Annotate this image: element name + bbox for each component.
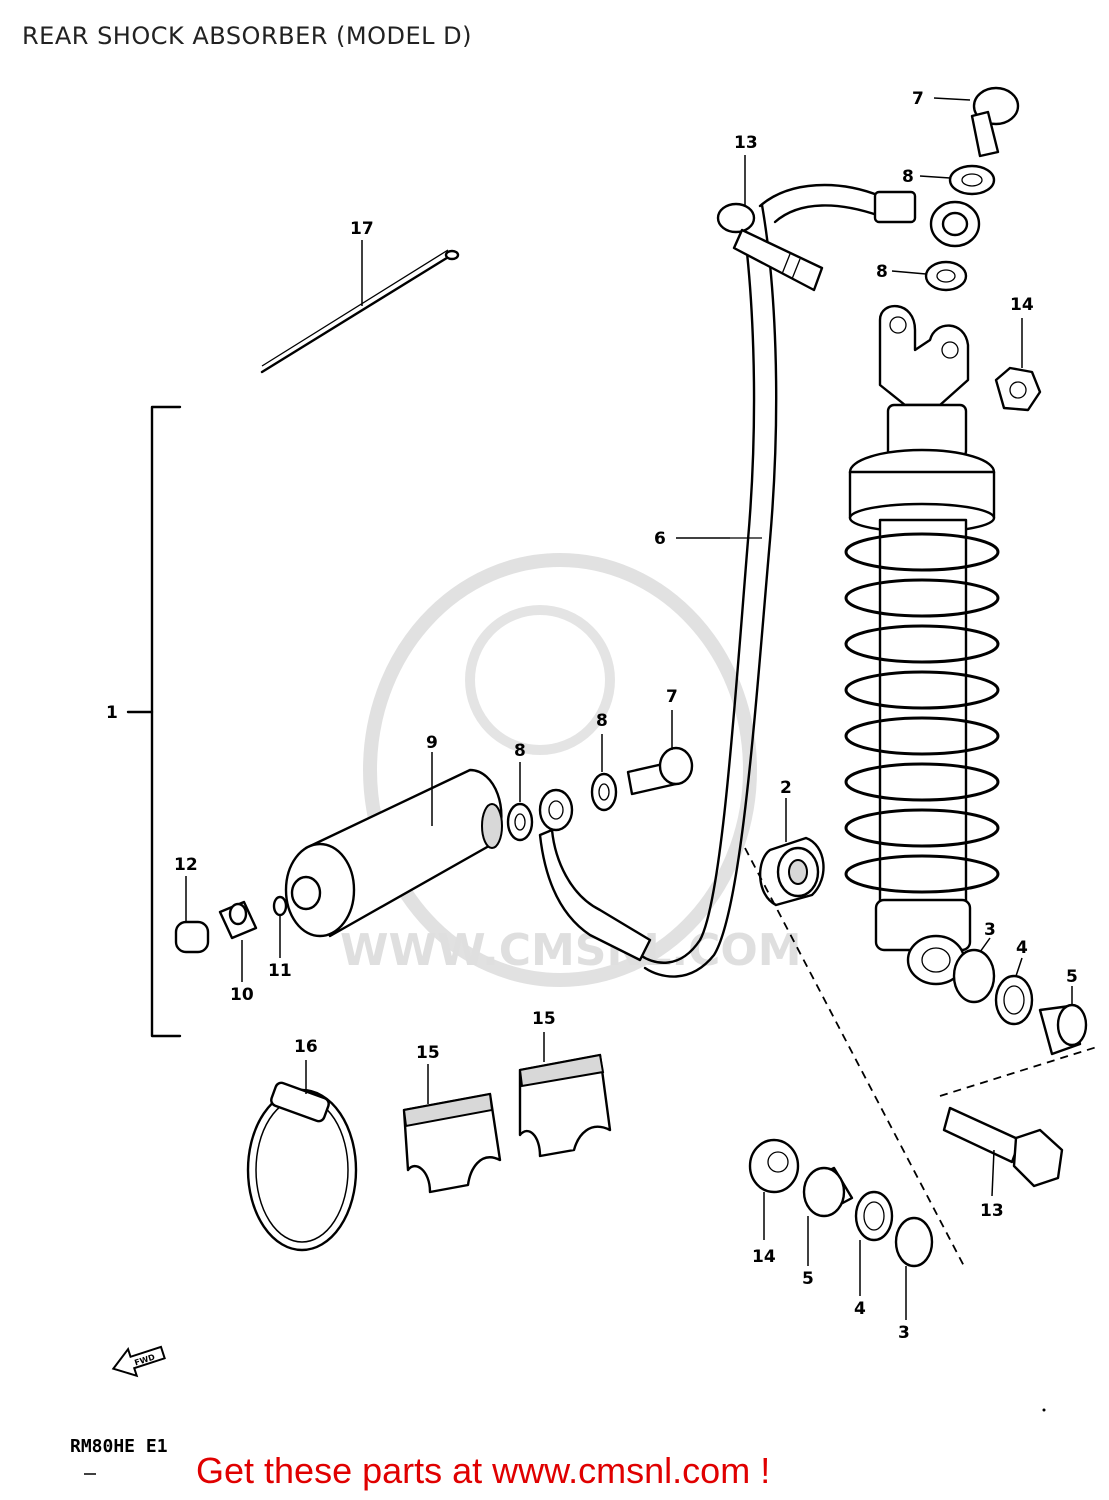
callout-5-left: 5 [802, 1269, 814, 1289]
part-6-hose[interactable] [638, 183, 981, 978]
part-3-ring-right[interactable] [952, 948, 996, 1004]
page-title: REAR SHOCK ABSORBER (MODEL D) [22, 22, 473, 50]
drawing-code: RM80HE E1 [70, 1436, 168, 1457]
part-8-washer-mid-b[interactable] [590, 772, 618, 812]
part-10-valve[interactable] [218, 900, 258, 940]
part-13-upper-bolt[interactable] [716, 202, 824, 292]
part-8-washer-mid-a[interactable] [506, 802, 534, 842]
part-7-upper-bolt[interactable] [970, 86, 1020, 158]
callout-8-top-b: 8 [876, 262, 888, 282]
callout-13-lower: 13 [980, 1201, 1004, 1221]
part-14-lower-nut[interactable] [748, 1138, 800, 1194]
part-9-reservoir[interactable] [284, 768, 503, 938]
alignment-lines [744, 847, 1101, 1269]
part-15-block-left[interactable] [402, 1092, 502, 1194]
callout-15-right: 15 [532, 1009, 556, 1029]
callouts: 1 2 3 3 4 4 5 5 6 7 7 8 8 8 8 9 10 11 12… [106, 89, 1078, 1343]
part-3-ring-left[interactable] [894, 1216, 934, 1268]
callout-6: 6 [654, 529, 666, 549]
part-15-block-right[interactable] [518, 1053, 612, 1158]
callout-7-upper: 7 [912, 89, 924, 109]
part-11-o-ring[interactable] [272, 895, 288, 917]
part-13-lower-bolt[interactable] [942, 1106, 1064, 1188]
part-4-washer-left[interactable] [854, 1190, 894, 1242]
callout-12: 12 [174, 855, 198, 875]
callout-7-mid: 7 [666, 687, 678, 707]
part-5-collar-left[interactable] [802, 1166, 854, 1218]
part-16-clamp[interactable] [246, 1081, 358, 1252]
callout-9: 9 [426, 733, 438, 753]
shock-absorber-body[interactable] [844, 305, 1000, 986]
part-17-strap[interactable] [260, 249, 460, 374]
callout-3-left: 3 [898, 1323, 910, 1343]
callout-3-right: 3 [984, 920, 996, 940]
part-12-cap[interactable] [174, 920, 210, 954]
promo-link[interactable]: Get these parts at www.cmsnl.com ! [196, 1450, 771, 1491]
callout-8-top-a: 8 [902, 167, 914, 187]
front-arrow-icon: FWD [111, 1345, 166, 1378]
callout-4-left: 4 [854, 1299, 866, 1319]
part-8-washer-top-b[interactable] [924, 260, 968, 292]
callout-4-right: 4 [1016, 938, 1028, 958]
watermark-url: WWW.CMSNL.COM [340, 925, 802, 976]
part-4-washer-right[interactable] [994, 974, 1034, 1026]
part-14-upper-nut[interactable] [994, 366, 1042, 412]
leader-lines [185, 97, 1073, 1320]
callout-13-upper: 13 [734, 133, 758, 153]
watermark: WWW.CMSNL.COM [340, 553, 802, 987]
callout-11: 11 [268, 961, 292, 981]
part-7-mid-bolt[interactable] [626, 746, 694, 796]
assembly-1-bracket [126, 405, 182, 1038]
part-2-bushing[interactable] [758, 836, 825, 907]
callout-8-mid-b: 8 [596, 711, 608, 731]
callout-10: 10 [230, 985, 254, 1005]
callout-17: 17 [350, 219, 374, 239]
callout-14-lower: 14 [752, 1247, 776, 1267]
banjo-fitting[interactable] [538, 788, 652, 962]
part-5-collar-right[interactable] [1038, 1003, 1088, 1056]
callout-16: 16 [294, 1037, 318, 1057]
shock-spring [844, 532, 1000, 894]
callout-8-mid-a: 8 [514, 741, 526, 761]
part-8-washer-top-a[interactable] [948, 164, 996, 196]
callout-1: 1 [106, 703, 118, 723]
callout-2: 2 [780, 778, 792, 798]
callout-5-right: 5 [1066, 967, 1078, 987]
callout-14-upper: 14 [1010, 295, 1034, 315]
callout-15-left: 15 [416, 1043, 440, 1063]
